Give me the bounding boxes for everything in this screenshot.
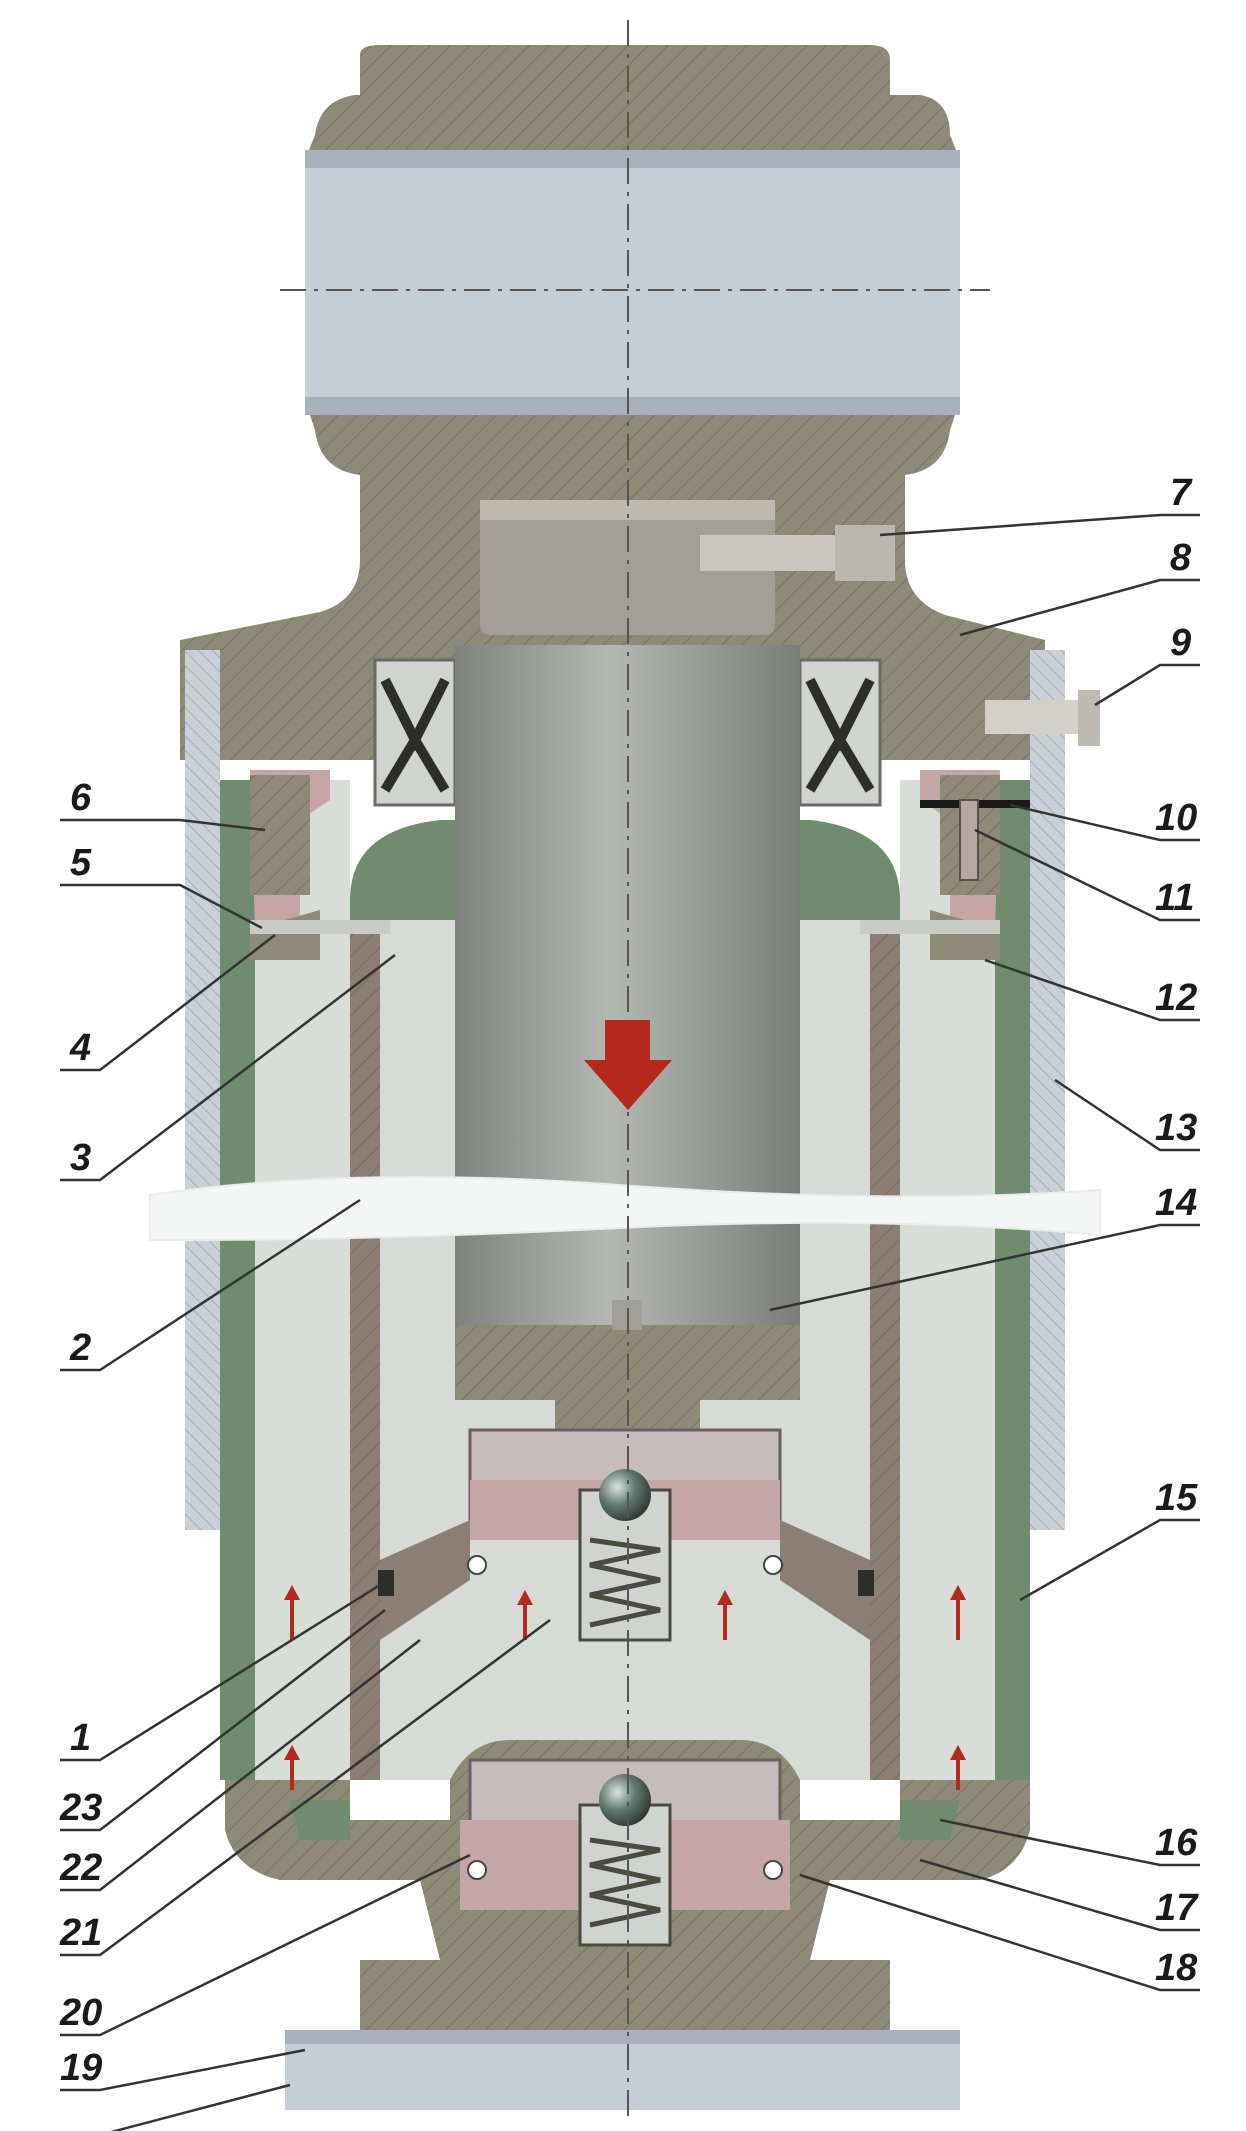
- label-19: 19: [60, 2047, 102, 2089]
- label-14: 14: [1155, 1182, 1197, 1224]
- label-13: 13: [1155, 1107, 1197, 1149]
- main-motion-arrow: [584, 1020, 672, 1110]
- label-7: 7: [1170, 472, 1193, 514]
- bolt-7: [700, 535, 835, 571]
- label-18: 18: [1155, 1947, 1198, 1989]
- leader-lines: [60, 513, 1200, 2131]
- label-6: 6: [70, 777, 92, 819]
- label-1: 1: [70, 1717, 91, 1759]
- upper-eye: [305, 45, 960, 475]
- lower-eye: [285, 1960, 960, 2110]
- rod-guide: [250, 658, 1100, 960]
- label-3: 3: [70, 1137, 91, 1179]
- outer-cylinder-right: [995, 780, 1030, 1780]
- label-11: 11: [1155, 877, 1194, 919]
- label-12: 12: [1155, 977, 1197, 1019]
- label-5: 5: [70, 842, 92, 884]
- label-17: 17: [1155, 1887, 1199, 1929]
- label-23: 23: [59, 1787, 102, 1829]
- label-2: 2: [69, 1327, 91, 1369]
- lower-check-ball: [599, 1774, 651, 1826]
- label-9: 9: [1170, 622, 1191, 664]
- labels-left: 6 5 4 3 2 1 23 22 21 20 19: [59, 777, 102, 2089]
- label-8: 8: [1170, 537, 1192, 579]
- rod-nut: [480, 500, 775, 635]
- section-break: [149, 1176, 1101, 1242]
- upper-eye-bushing: [305, 150, 960, 415]
- label-10: 10: [1155, 797, 1197, 839]
- label-16: 16: [1155, 1822, 1198, 1864]
- labels-right: 7 8 9 10 11 12 13 14 15 16 17 18: [1155, 472, 1199, 1989]
- label-4: 4: [69, 1027, 91, 1069]
- label-15: 15: [1155, 1477, 1198, 1519]
- piston-assembly: [378, 1300, 874, 1642]
- flow-arrows: [284, 1020, 966, 1790]
- label-20: 20: [59, 1992, 102, 2034]
- upper-check-ball: [599, 1469, 651, 1521]
- label-22: 22: [59, 1847, 102, 1889]
- label-21: 21: [59, 1912, 102, 1954]
